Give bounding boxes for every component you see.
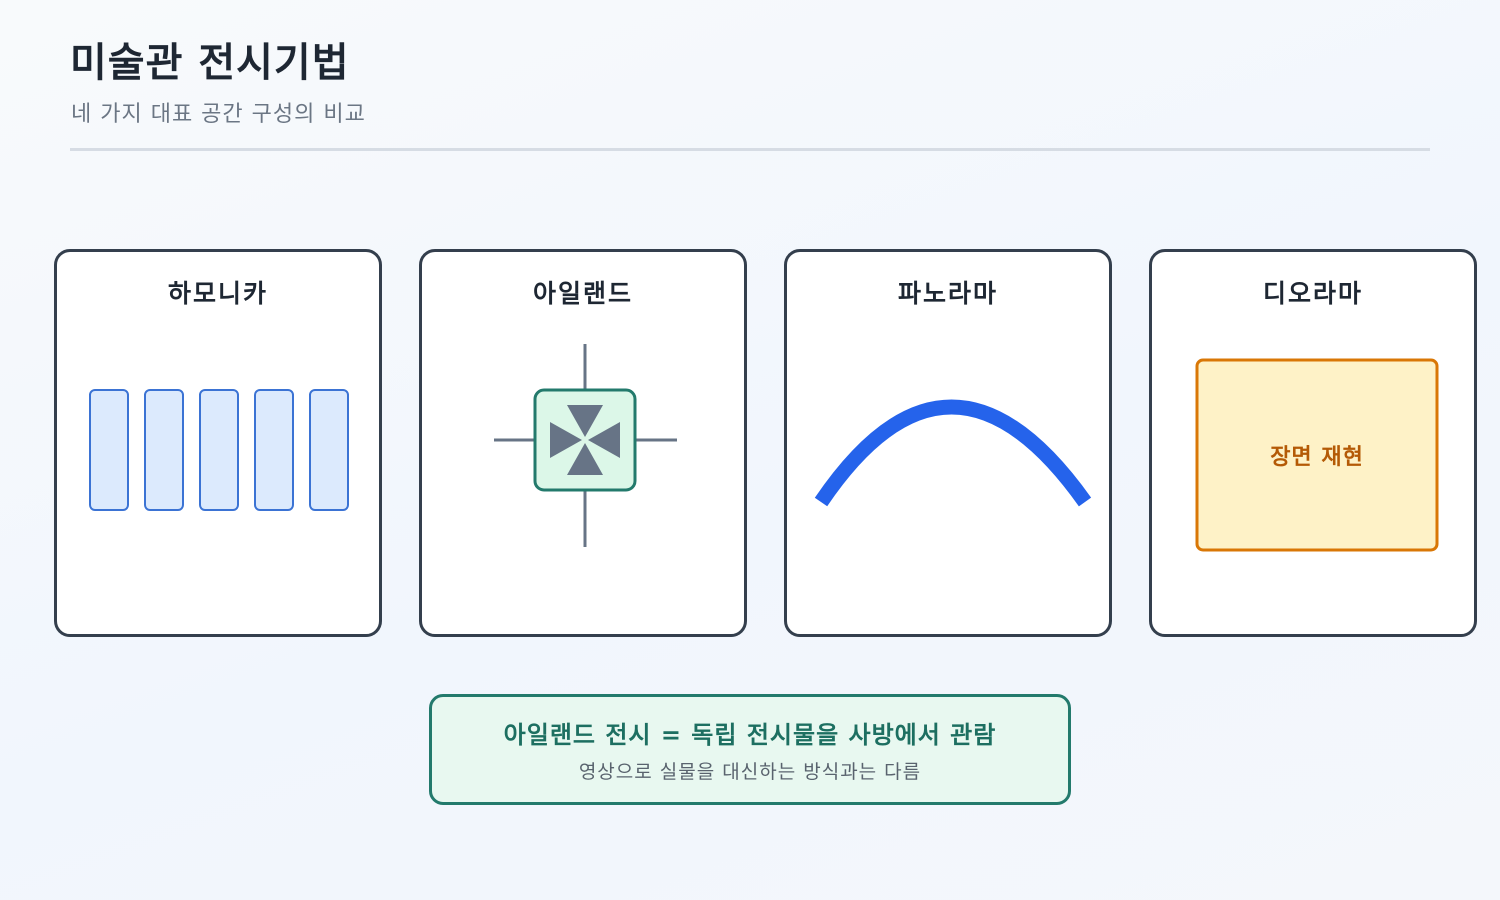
panorama-arc — [814, 399, 1092, 507]
card-title-harmonica: 하모니카 — [167, 279, 268, 308]
arrow-from-top — [567, 405, 603, 437]
arrow-from-bottom — [567, 443, 603, 475]
card-harmonica: 하모니카 — [54, 249, 382, 637]
diorama-scene-icon: 장면 재현 — [1195, 358, 1439, 552]
card-island: 아일랜드 — [419, 249, 747, 637]
card-panorama: 파노라마 — [784, 249, 1112, 637]
diorama-box — [1195, 358, 1439, 552]
card-title-panorama: 파노라마 — [897, 279, 998, 308]
card-title-island: 아일랜드 — [532, 279, 633, 308]
harmonica-panel — [254, 389, 294, 511]
arrow-from-right — [588, 422, 620, 458]
panorama-arc-icon — [814, 399, 1092, 507]
harmonica-panel — [309, 389, 349, 511]
summary-note-main: 아일랜드 전시 = 독립 전시물을 사방에서 관람 — [503, 721, 997, 749]
page-subtitle: 네 가지 대표 공간 구성의 비교 — [71, 102, 366, 127]
summary-note-sub: 영상으로 실물을 대신하는 방식과는 다름 — [578, 761, 922, 783]
page-title: 미술관 전시기법 — [70, 40, 350, 86]
island-block — [533, 388, 637, 492]
header-divider — [70, 148, 1430, 151]
card-diorama: 디오라마 장면 재현 — [1149, 249, 1477, 637]
card-title-diorama: 디오라마 — [1262, 279, 1363, 308]
harmonica-panel — [144, 389, 184, 511]
diorama-scene-label: 장면 재현 — [1270, 445, 1364, 470]
island-crosshair-icon — [494, 344, 677, 547]
summary-note: 아일랜드 전시 = 독립 전시물을 사방에서 관람 영상으로 실물을 대신하는 … — [429, 694, 1071, 805]
harmonica-panels-icon — [89, 389, 349, 511]
harmonica-panel — [199, 389, 239, 511]
harmonica-panel — [89, 389, 129, 511]
arrow-from-left — [550, 422, 582, 458]
